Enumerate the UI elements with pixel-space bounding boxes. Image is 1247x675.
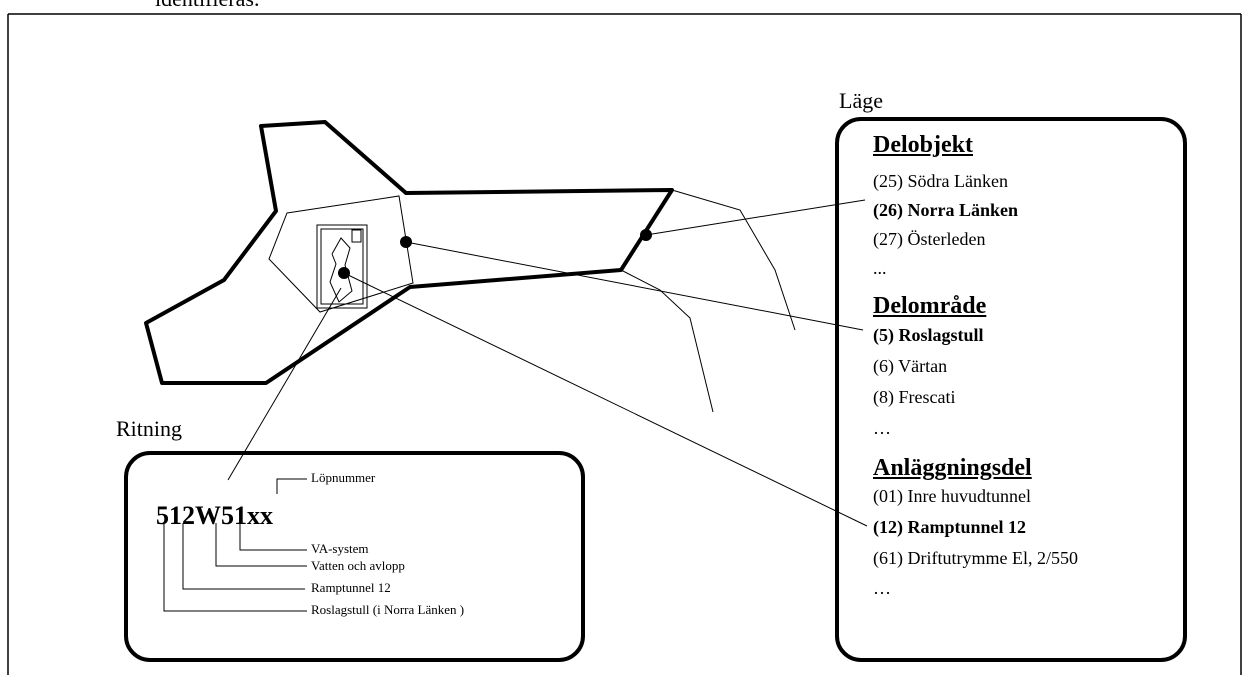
lage-label: Läge — [839, 88, 883, 113]
code-line-vatten — [215, 523, 307, 567]
drawing-code: 512W51xx — [156, 501, 273, 530]
heading-delomrade: Delområde — [873, 293, 987, 319]
item-ellipsis-1: ... — [873, 258, 887, 278]
item-frescati: (8) Frescati — [873, 387, 956, 407]
header-fragment: identifieras. — [155, 0, 259, 12]
item-roslagstull: (5) Roslagstull — [873, 325, 984, 345]
label-vatten-och-avlopp: Vatten och avlopp — [311, 558, 405, 573]
item-osterleden: (27) Österleden — [873, 229, 986, 249]
code-line-ramptunnel — [182, 523, 305, 590]
ramp-rect-small — [351, 229, 362, 243]
branch-line-south — [620, 269, 714, 413]
code-line-roslagstull — [163, 523, 307, 612]
item-sodra-lanken: (25) Södra Länken — [873, 171, 1008, 191]
marker-dot-anlaggningsdel — [338, 267, 350, 279]
branch-line-east — [671, 189, 796, 331]
item-norra-lanken: (26) Norra Länken — [873, 200, 1018, 220]
leader-anlaggningsdel — [343, 272, 868, 527]
ramp-rect-inner — [320, 228, 364, 305]
heading-delobjekt: Delobjekt — [873, 132, 973, 158]
lage-box — [835, 117, 1187, 662]
ramp-shape — [329, 237, 353, 303]
ritning-label: Ritning — [116, 416, 183, 441]
item-ellipsis-3: … — [873, 578, 891, 598]
marker-dot-delomrade — [400, 236, 412, 248]
code-line-va-system — [239, 523, 307, 551]
label-lopnummer: Löpnummer — [311, 470, 376, 485]
item-driftutrymme: (61) Driftutrymme El, 2/550 — [873, 548, 1078, 568]
label-ramptunnel: Ramptunnel 12 — [311, 580, 391, 595]
item-ramptunnel-12: (12) Ramptunnel 12 — [873, 517, 1027, 537]
ramp-rect-outer — [316, 224, 368, 309]
object-outline — [144, 120, 674, 385]
area-outline — [268, 195, 414, 313]
item-vartan: (6) Värtan — [873, 356, 948, 376]
leader-ritning — [227, 287, 342, 481]
ritning-box — [124, 451, 585, 662]
leader-delobjekt — [645, 199, 866, 236]
item-ellipsis-2: … — [873, 418, 891, 438]
label-roslagstull: Roslagstull (i Norra Länken ) — [311, 602, 465, 617]
leader-delomrade — [405, 241, 864, 331]
code-line-lopnummer — [276, 478, 307, 494]
label-va-system: VA-system — [311, 541, 369, 556]
item-inre-huvudtunnel: (01) Inre huvudtunnel — [873, 486, 1031, 506]
marker-dot-delobjekt — [640, 229, 652, 241]
heading-anlaggningsdel: Anläggningsdel — [873, 455, 1032, 481]
